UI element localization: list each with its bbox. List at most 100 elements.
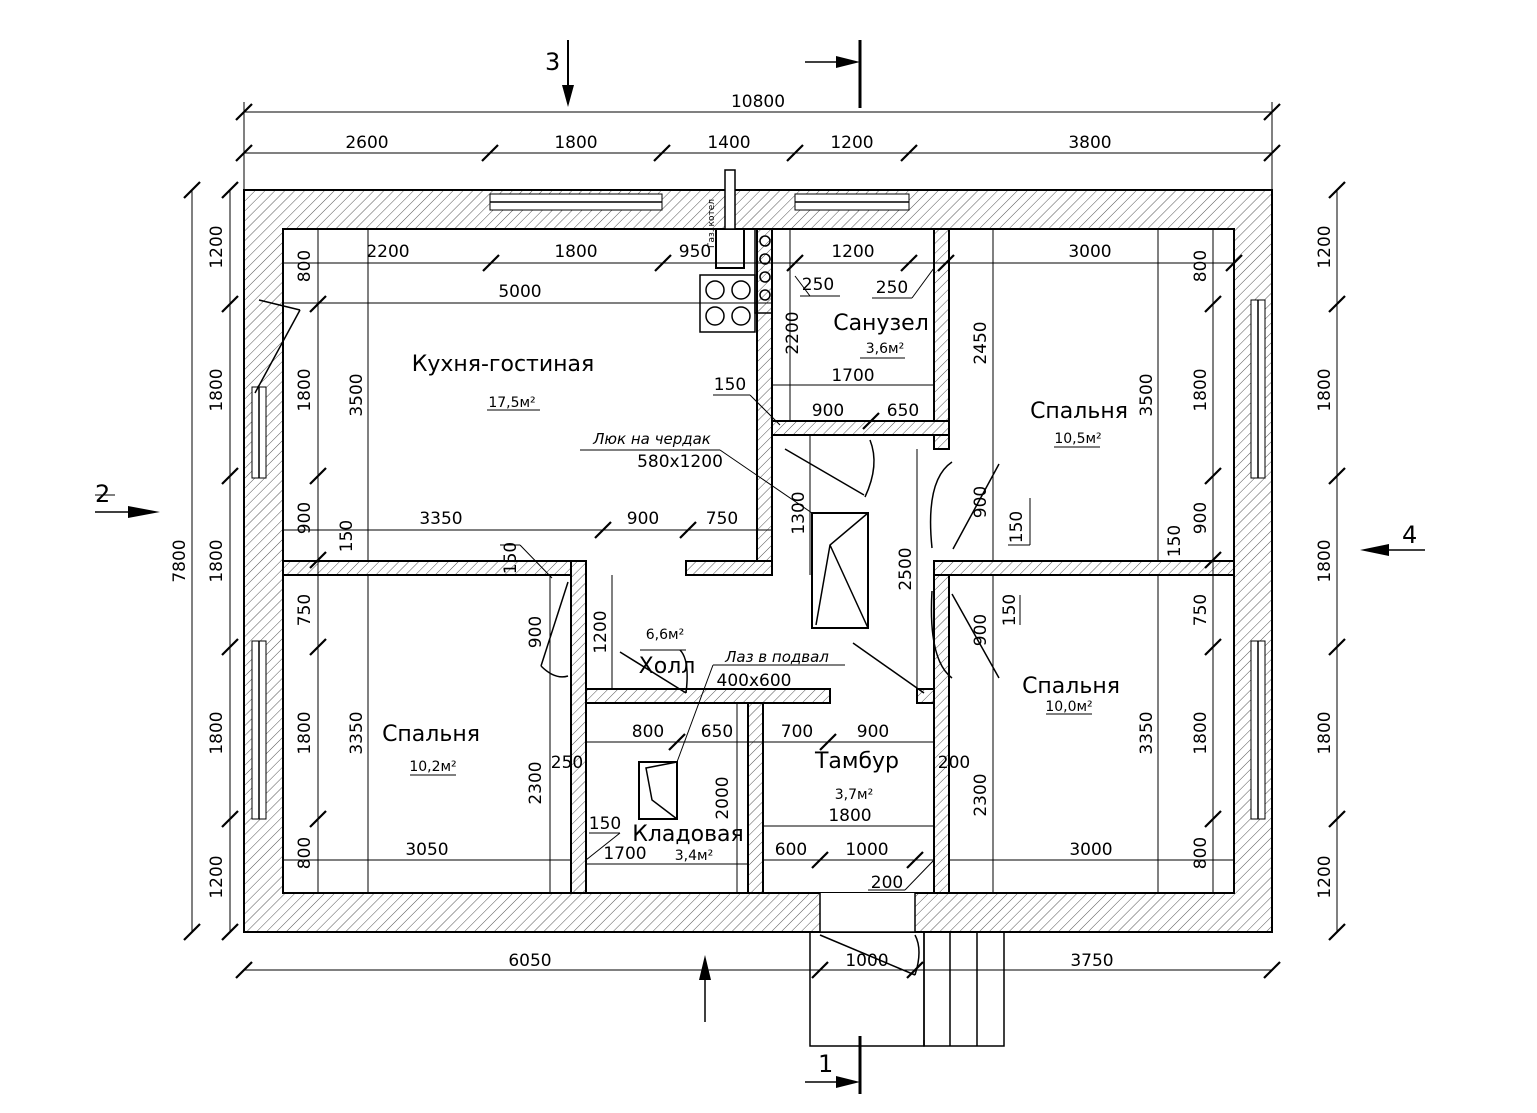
dim-inner-top-2: 1800 (554, 242, 597, 262)
room-kitchen-name: Кухня-гостиная (412, 352, 595, 377)
room-kitchen-area: 17,5м² (488, 395, 535, 411)
dim-left-outer-3: 1800 (207, 539, 227, 582)
dim-pantry-800: 800 (632, 722, 664, 742)
dim-bath-2200: 2200 (783, 311, 803, 354)
dim-pantry-150: 150 (589, 814, 621, 834)
room-bathroom-area: 3,6м² (866, 341, 904, 357)
room-vestibule-area: 3,7м² (835, 787, 873, 803)
dim-wall-150: 150 (1165, 525, 1185, 557)
section-1-label: 1 (818, 1050, 833, 1078)
dim-vest-1000: 1000 (845, 840, 888, 860)
dim-left-outer-5: 1200 (207, 855, 227, 898)
dim-bottom-2: 1000 (845, 951, 888, 971)
dim-vest-700: 700 (781, 722, 813, 742)
dim-right-outer-4: 1800 (1315, 711, 1335, 754)
dim-hall-150: 150 (501, 542, 521, 574)
room-hall-area: 6,6м² (646, 627, 684, 643)
dim-hall-1200: 1200 (591, 610, 611, 653)
dim-right-outer-1: 1200 (1315, 225, 1335, 268)
dim-right-outer-5: 1200 (1315, 855, 1335, 898)
doors (540, 439, 1000, 976)
room-pantry-area: 3,4м² (675, 848, 713, 864)
room-pantry-name: Кладовая (632, 822, 744, 847)
dim-vest-1800: 1800 (828, 806, 871, 826)
cellar-hatch-label: Лаз в подвал (724, 648, 829, 666)
dim-se-depth: 3350 (1137, 711, 1157, 754)
dim-right-inner-2: 1800 (1191, 368, 1211, 411)
dim-left-inner-5: 1800 (295, 711, 315, 754)
section-marks: 3 2 4 1 (95, 40, 1425, 1094)
dim-se-900: 900 (971, 614, 991, 646)
dim-right-inner-3: 900 (1191, 502, 1211, 534)
dim-inner-top-4: 1200 (831, 242, 874, 262)
attic-hatch-size: 580x1200 (637, 452, 723, 472)
room-vestibule-name: Тамбур (814, 749, 899, 774)
room-bedroom-sw-name: Спальня (382, 722, 480, 747)
dim-inner-top-1: 2200 (366, 242, 409, 262)
room-bedroom-ne-name: Спальня (1030, 399, 1128, 424)
walls (243, 189, 1273, 933)
dim-bath-900: 900 (812, 401, 844, 421)
gas-boiler: Газ. котел (707, 169, 745, 269)
dim-pantry-2300: 2300 (526, 761, 546, 804)
dim-ne-900: 900 (971, 486, 991, 518)
dim-left-inner-6: 800 (295, 837, 315, 869)
dim-top-5: 3800 (1068, 133, 1111, 153)
dim-left-inner-2: 1800 (295, 368, 315, 411)
room-hall-name: Холл (639, 654, 696, 679)
dim-k-150: 150 (337, 520, 357, 552)
porch-steps (809, 931, 1005, 1047)
dim-kitchen-width: 5000 (498, 282, 541, 302)
section-4-label: 4 (1402, 521, 1417, 549)
dim-right-inner-1: 800 (1191, 250, 1211, 282)
dim-vest-600: 600 (775, 840, 807, 860)
dim-bath-250a: 250 (802, 275, 834, 295)
dim-pantry-650: 650 (701, 722, 733, 742)
dim-right-outer-2: 1800 (1315, 368, 1335, 411)
cellar-hatch (638, 761, 678, 820)
dim-left-total: 7800 (170, 539, 190, 582)
boiler-label: Газ. котел (707, 199, 717, 248)
dim-kitchen-depth: 3500 (347, 373, 367, 416)
attic-hatch-label: Люк на чердак (592, 430, 711, 448)
room-bedroom-se-area: 10,0м² (1045, 699, 1092, 715)
dim-sw-3050: 3050 (405, 840, 448, 860)
dim-left-outer-1: 1200 (207, 225, 227, 268)
dim-left-outer-4: 1800 (207, 711, 227, 754)
dim-sw-depth: 3350 (347, 711, 367, 754)
room-bedroom-se-name: Спальня (1022, 674, 1120, 699)
room-bedroom-sw-area: 10,2м² (409, 759, 456, 775)
dim-total-width: 10800 (731, 92, 785, 112)
dim-bath-1700: 1700 (831, 366, 874, 386)
dim-bath-650: 650 (887, 401, 919, 421)
dim-se-3000: 3000 (1069, 840, 1112, 860)
dim-hall-900: 900 (526, 616, 546, 648)
section-3-label: 3 (545, 48, 560, 76)
dim-bottom-1: 6050 (508, 951, 551, 971)
dim-right-outer-3: 1800 (1315, 539, 1335, 582)
dim-vest-900: 900 (857, 722, 889, 742)
dim-se-2300: 2300 (971, 773, 991, 816)
dim-top-4: 1200 (830, 133, 873, 153)
room-bedroom-ne-area: 10,5м² (1054, 431, 1101, 447)
dim-right-inner-4: 750 (1191, 594, 1211, 626)
dim-top-3: 1400 (707, 133, 750, 153)
section-2-label: 2 (95, 480, 110, 508)
dim-top-2: 1800 (554, 133, 597, 153)
dimension-lines (183, 102, 1346, 979)
dim-kitchen-bottom-2: 900 (627, 509, 659, 529)
openings (251, 193, 1266, 932)
dim-inner-top-5: 3000 (1068, 242, 1111, 262)
cellar-hatch-size: 400x600 (717, 671, 792, 691)
dim-corridor-2500: 2500 (896, 547, 916, 590)
dim-pantry-2000: 2000 (713, 776, 733, 819)
dim-bottom-3: 3750 (1070, 951, 1113, 971)
dim-vest-200a: 200 (938, 753, 970, 773)
dim-ne-2450: 2450 (971, 321, 991, 364)
dim-right-inner-6: 800 (1191, 837, 1211, 869)
dim-vest-200b: 200 (871, 873, 903, 893)
dim-corridor-1300: 1300 (789, 491, 809, 534)
dim-left-inner-1: 800 (295, 250, 315, 282)
dim-right-inner-5: 1800 (1191, 711, 1211, 754)
dim-pantry-1700: 1700 (603, 844, 646, 864)
